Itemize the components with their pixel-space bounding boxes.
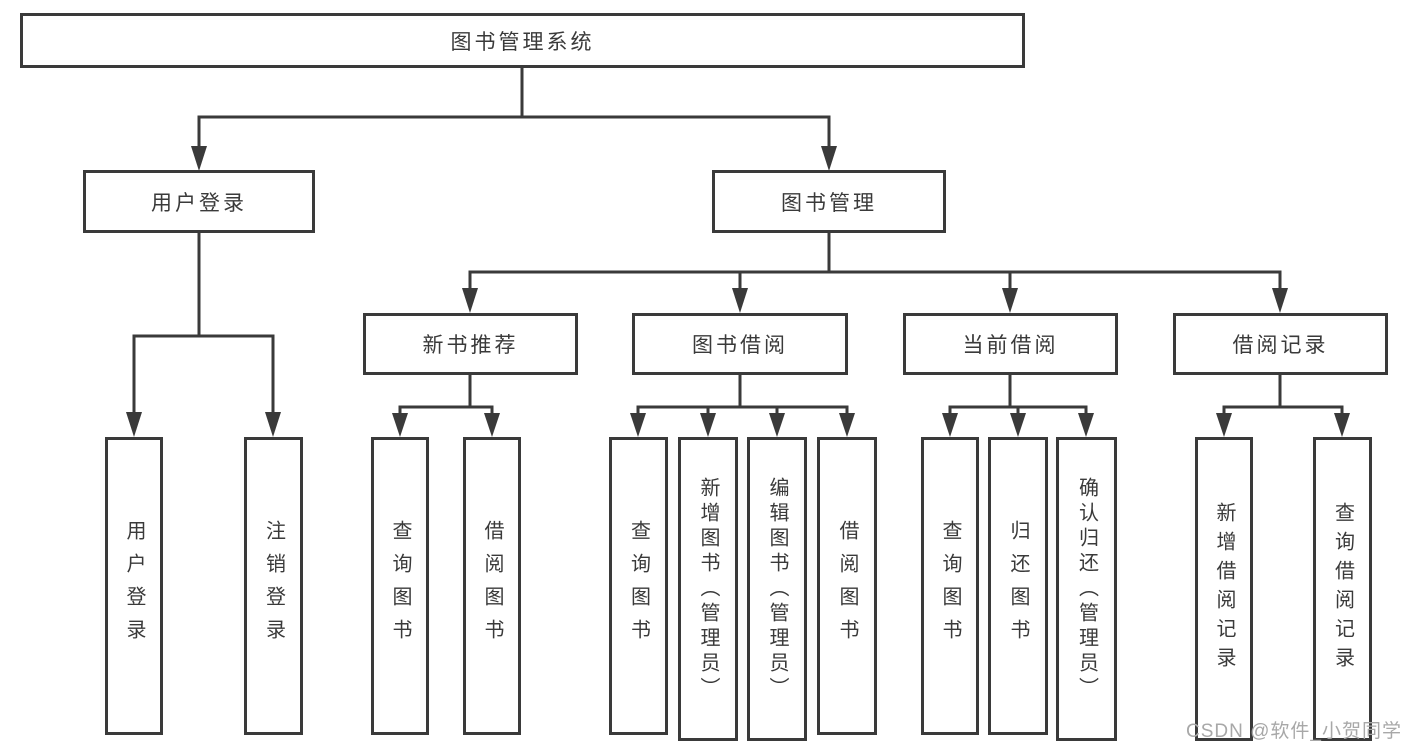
connector-borrow-records-branch [1216,373,1350,437]
watermark-text: CSDN @软件_小贺同学 [1186,721,1402,742]
node-label: 用户登录 [123,520,145,652]
node-label: 查询图书 [627,520,650,652]
connector-root-to-level2 [191,66,837,171]
leaf-confirm-return-admin: 确认归还（管理员） [1056,437,1117,741]
connector-current-borrow-branch [942,373,1094,437]
leaf-add-books-admin: 新增图书（管理员） [678,437,738,741]
node-label: 图书借阅 [692,334,788,357]
node-label: 编辑图书（管理员） [766,476,788,702]
node-label: 新书推荐 [422,334,519,357]
node-label: 借阅记录 [1232,334,1329,357]
node-borrow-records: 借阅记录 [1173,313,1388,375]
connector-book-borrow-branch [630,373,855,437]
connector-user-login-branch [126,231,281,437]
node-label: 借阅图书 [481,520,503,652]
node-current-borrow: 当前借阅 [903,313,1118,375]
leaf-query-books-borrow: 查询图书 [609,437,668,735]
leaf-logout: 注销登录 [244,437,303,735]
leaf-return-books: 归还图书 [988,437,1048,735]
node-label: 用户登录 [151,191,247,215]
node-label: 图书管理系统 [450,30,595,54]
node-label: 查询借阅记录 [1331,502,1354,676]
leaf-borrow-books-recommend: 借阅图书 [463,437,521,735]
connector-book-management-branch [462,231,1288,313]
node-label: 查询图书 [939,520,961,652]
node-new-book-recommend: 新书推荐 [363,313,578,375]
node-user-login: 用户登录 [83,170,315,233]
node-library-management-system: 图书管理系统 [20,13,1025,68]
node-book-management: 图书管理 [712,170,946,233]
leaf-query-books-current: 查询图书 [921,437,979,735]
leaf-user-login: 用户登录 [105,437,163,735]
node-book-borrow: 图书借阅 [632,313,848,375]
node-label: 归还图书 [1007,520,1029,652]
node-label: 注销登录 [262,520,285,652]
node-label: 查询图书 [389,520,411,652]
node-label: 当前借阅 [962,334,1059,357]
leaf-add-borrow-record: 新增借阅记录 [1195,437,1253,741]
leaf-query-books-recommend: 查询图书 [371,437,429,735]
node-label: 确认归还（管理员） [1075,476,1098,702]
leaf-borrow-books: 借阅图书 [817,437,877,735]
leaf-edit-books-admin: 编辑图书（管理员） [747,437,807,741]
connector-new-book-branch [392,373,500,437]
leaf-query-borrow-record: 查询借阅记录 [1313,437,1372,741]
node-label: 新增借阅记录 [1213,502,1235,676]
node-label: 图书管理 [781,191,877,215]
node-label: 借阅图书 [836,520,858,652]
node-label: 新增图书（管理员） [697,476,719,702]
